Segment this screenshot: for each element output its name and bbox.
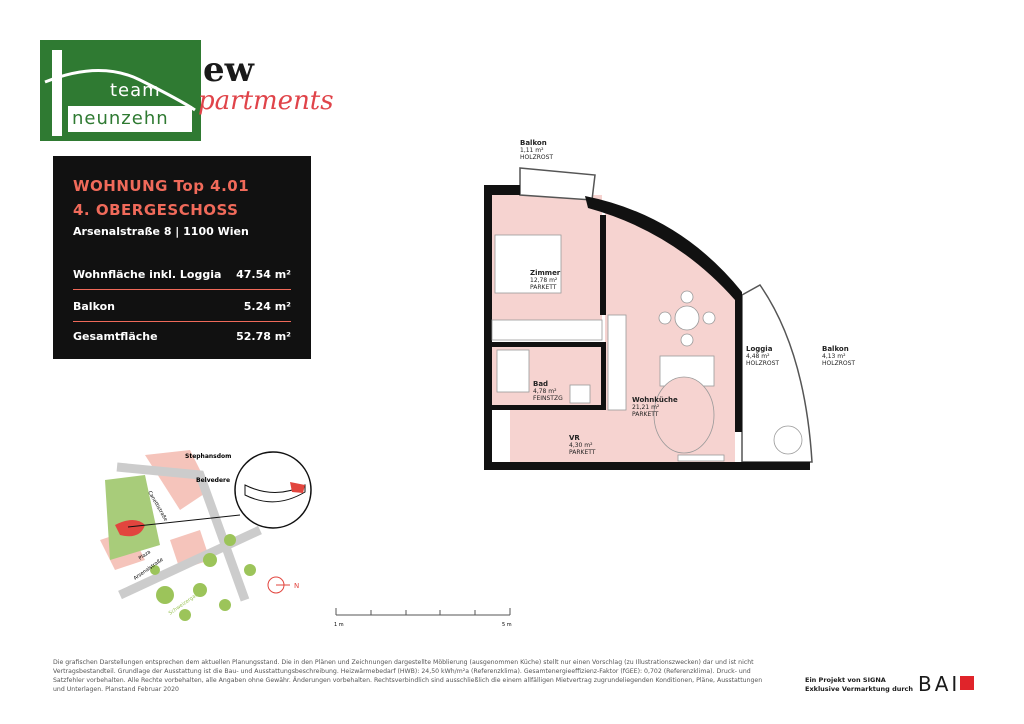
- signa-line: Ein Projekt von SIGNA: [805, 676, 886, 684]
- area-value: 47.54 m²: [236, 268, 291, 281]
- brand-apartments: partments: [198, 86, 334, 116]
- area-row: Gesamtfläche 52.78 m²: [73, 330, 291, 351]
- bai-logo-square: [960, 676, 974, 690]
- area-label: Gesamtfläche: [73, 330, 158, 343]
- brand-new: ew: [203, 50, 254, 90]
- balcony-top: [519, 167, 596, 201]
- floor-title: 4. OBERGESCHOSS: [73, 201, 239, 219]
- area-value: 52.78 m²: [236, 330, 291, 343]
- scale-bar: 1 m 5 m: [334, 608, 512, 628]
- apartment-title: WOHNUNG Top 4.01 4. OBERGESCHOSS: [73, 174, 249, 222]
- logo-text-team: team: [110, 80, 161, 101]
- location-map: N Stephansdom Belvedere Canettistraße Ar…: [100, 450, 312, 621]
- address: Arsenalstraße 8 | 1100 Wien: [73, 225, 249, 238]
- area-value: 5.24 m²: [243, 300, 291, 313]
- team-neunzehn-logo: team neunzehn: [40, 40, 201, 141]
- area-row: Wohnfläche inkl. Loggia 47.54 m²: [73, 268, 291, 290]
- marketing-line: Exklusive Vermarktung durch: [805, 685, 914, 693]
- apartment-info-box: WOHNUNG Top 4.01 4. OBERGESCHOSS Arsenal…: [53, 156, 311, 359]
- scale-end-label: 5 m: [502, 622, 512, 628]
- landmark-label: Belvedere: [196, 477, 230, 484]
- bai-logo: BAI: [918, 672, 961, 696]
- loggia-balcony: [741, 284, 813, 463]
- area-row: Balkon 5.24 m²: [73, 300, 291, 322]
- unit-title: WOHNUNG Top 4.01: [73, 177, 250, 195]
- landmark-label: Stephansdom: [185, 453, 231, 460]
- disclaimer: Die grafischen Darstellungen entsprechen…: [53, 659, 763, 693]
- area-label: Wohnfläche inkl. Loggia: [73, 268, 222, 281]
- walls: [484, 185, 810, 470]
- area-label: Balkon: [73, 300, 115, 313]
- furniture: [491, 234, 803, 462]
- scale-start-label: 1 m: [334, 622, 344, 628]
- logo-roof-icon: [44, 50, 196, 136]
- logo-text-neunzehn: neunzehn: [68, 106, 192, 132]
- north-label: N: [294, 582, 299, 590]
